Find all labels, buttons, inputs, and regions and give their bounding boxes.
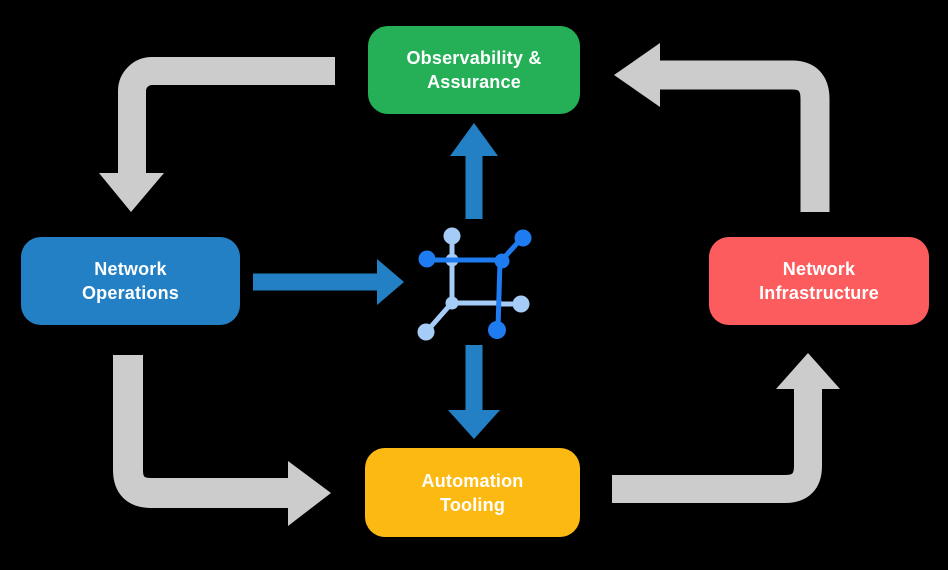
arrow-operations-to-automation — [113, 355, 331, 526]
node-observability-assurance: Observability & Assurance — [368, 26, 580, 114]
node-label-line2: Infrastructure — [759, 283, 879, 303]
arrow-center-to-automation — [448, 345, 500, 439]
node-label-line2: Tooling — [439, 494, 506, 515]
arrow-head — [377, 259, 404, 305]
node-label-line1: Network — [94, 259, 167, 279]
arrow-head — [288, 461, 331, 526]
arrow-shaft — [612, 388, 822, 503]
arrow-automation-to-infrastructure — [612, 353, 840, 503]
arrow-shaft — [659, 60, 830, 212]
network-fabric-icon-dark — [418, 229, 532, 339]
arrow-center-to-observability — [450, 123, 498, 219]
node-label-line2: Operations — [81, 283, 180, 303]
arrow-shaft — [465, 154, 483, 219]
node-label-line2: Assurance — [427, 72, 521, 92]
arrow-head — [614, 43, 660, 107]
node-label-line1: Automation — [421, 470, 524, 491]
node-label-line1: Observability & — [406, 48, 542, 68]
arrow-operations-to-center — [253, 259, 404, 305]
network-fabric-icon-light — [417, 227, 530, 341]
node-network-infrastructure: Network Infrastructure — [709, 237, 929, 325]
arrow-head — [450, 123, 498, 156]
arrow-head — [99, 173, 164, 212]
arrow-infrastructure-to-observability — [614, 43, 830, 212]
node-label-line1: Network — [782, 259, 856, 279]
node-network-operations: Network Operations — [21, 237, 240, 325]
arrow-shaft — [465, 345, 483, 412]
node-automation-tooling: Automation Tooling — [365, 448, 580, 537]
network-fabric-icon — [417, 227, 532, 341]
arrow-head — [448, 410, 500, 439]
arrow-head — [776, 353, 840, 389]
arrow-shaft — [253, 273, 377, 291]
arrow-observability-to-operations — [99, 57, 335, 212]
arrow-shaft — [113, 355, 288, 508]
arrow-shaft — [118, 57, 335, 174]
